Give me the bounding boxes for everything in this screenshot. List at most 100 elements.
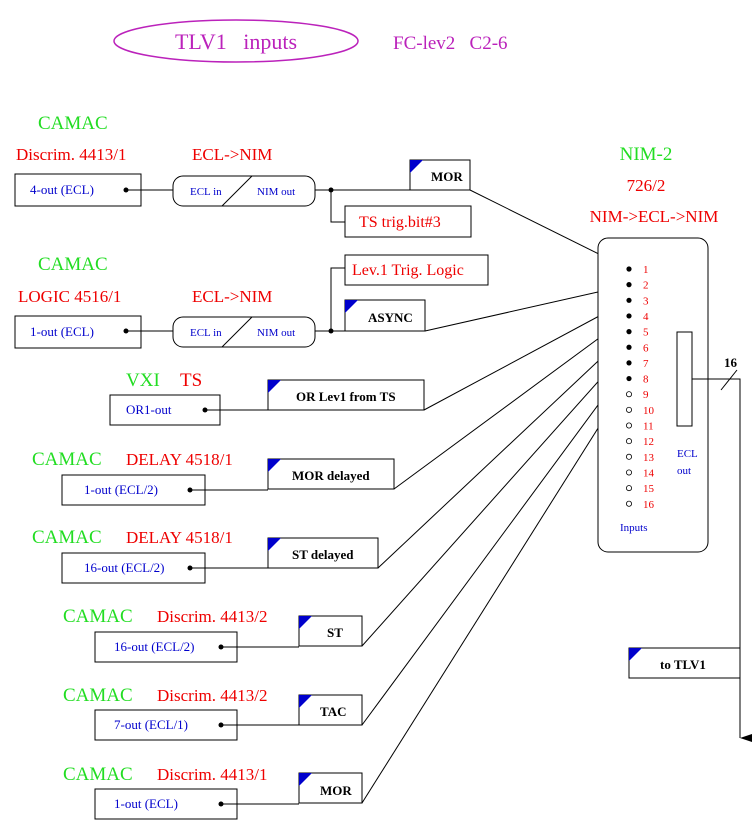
nim-input-number: 12: [643, 436, 654, 448]
nim-function: NIM->ECL->NIM: [590, 207, 719, 226]
module-output-label: 16-out (ECL/2): [84, 560, 165, 575]
signal-label: MOR: [320, 783, 352, 798]
nim-input-connector[interactable]: [626, 500, 633, 507]
nim-model: 726/2: [627, 176, 666, 195]
module-name: DELAY 4518/1: [126, 528, 233, 547]
module-name: TS: [180, 370, 202, 391]
nim-input-connector[interactable]: [626, 375, 632, 382]
module-output-box[interactable]: [61, 552, 206, 584]
module-output-label: 4-out (ECL): [30, 182, 94, 197]
nim-input-number: 6: [643, 342, 649, 354]
nim-input-number: 8: [643, 374, 649, 386]
nim-input-number: 16: [643, 499, 655, 511]
signal-box[interactable]: [267, 537, 379, 569]
converter-out-label: NIM out: [257, 186, 295, 198]
nim-input-connector[interactable]: [626, 391, 633, 398]
signal-label: ASYNC: [368, 310, 413, 325]
nim-input-number: 1: [643, 264, 649, 276]
module-name: Discrim. 4413/2: [157, 607, 268, 626]
module-output-box[interactable]: [94, 631, 238, 663]
signal-box[interactable]: [409, 159, 471, 191]
ecl-out-connector[interactable]: [676, 331, 693, 427]
module-row-4: CAMAC DELAY 4518/1 1-out (ECL/2) MOR del…: [32, 449, 395, 506]
nim-input-connector[interactable]: [626, 438, 633, 445]
nim-input-connector[interactable]: [626, 313, 632, 319]
module-output-box[interactable]: [94, 788, 238, 820]
module-name: Discrim. 4413/1: [16, 145, 127, 164]
crate-label: CAMAC: [63, 685, 133, 706]
converter-box[interactable]: [172, 175, 316, 207]
signal-label: MOR delayed: [292, 468, 370, 483]
signal-flag: [268, 459, 281, 472]
title-subtitle: FC-lev2 C2-6: [393, 33, 508, 54]
nim-input-connector[interactable]: [626, 406, 633, 413]
nim-input-number: 9: [643, 389, 649, 401]
signal-box[interactable]: [298, 694, 363, 726]
crate-label: CAMAC: [63, 764, 133, 785]
module-row-2: CAMAC LOGIC 4516/1 1-out (ECL) ECL->NIM …: [14, 254, 489, 349]
nim-title: NIM-2: [620, 144, 673, 165]
signal-flag: [268, 380, 281, 393]
nim-body[interactable]: [597, 237, 709, 553]
nim-input-connector[interactable]: [626, 485, 633, 492]
lev1-logic-label: Lev.1 Trig. Logic: [352, 262, 464, 279]
nim-input-connector[interactable]: [626, 297, 632, 303]
signal-box[interactable]: [298, 615, 363, 647]
converter-label: ECL->NIM: [192, 145, 272, 164]
nim-input-connector[interactable]: [626, 422, 633, 429]
to-tlv1-label: to TLV1: [660, 657, 706, 672]
converter-label: ECL->NIM: [192, 287, 272, 306]
module-name: LOGIC 4516/1: [18, 287, 121, 306]
signal-box[interactable]: [267, 458, 395, 490]
signal-label: ST: [327, 625, 343, 640]
module-row-3: VXI TS OR1-out OR Lev1 from TS: [109, 370, 425, 426]
signal-label: MOR: [431, 169, 463, 184]
bus-width-label: 16: [724, 355, 738, 370]
output-bus: 16 to TLV1: [628, 355, 752, 742]
converter-box[interactable]: [172, 316, 316, 348]
title-text: TLV1 inputs: [175, 29, 297, 54]
module-output-label: 16-out (ECL/2): [114, 639, 195, 654]
module-output-box[interactable]: [14, 315, 142, 349]
module-name: Discrim. 4413/2: [157, 686, 268, 705]
signal-box[interactable]: [298, 772, 363, 804]
nim-input-number: 2: [643, 280, 649, 292]
nim-input-connector[interactable]: [626, 469, 633, 476]
module-output-label: 1-out (ECL/2): [84, 482, 158, 497]
nim-input-number: 4: [643, 311, 649, 323]
crate-label: CAMAC: [32, 527, 102, 548]
module-row-6: CAMAC Discrim. 4413/2 16-out (ECL/2) ST: [63, 606, 363, 663]
nim-input-connector[interactable]: [626, 344, 632, 350]
module-row-7: CAMAC Discrim. 4413/2 7-out (ECL/1) TAC: [63, 685, 363, 741]
signal-box[interactable]: [344, 299, 426, 332]
module-row-8: CAMAC Discrim. 4413/1 1-out (ECL) MOR: [63, 764, 363, 820]
nim-input-connector[interactable]: [626, 360, 632, 366]
nim-input-connector[interactable]: [626, 453, 633, 460]
signal-label: OR Lev1 from TS: [296, 389, 396, 404]
ecl-out-label-top: ECL: [677, 448, 698, 460]
nim-input-number: 5: [643, 327, 649, 339]
signal-box[interactable]: [267, 379, 425, 411]
nim-input-connector[interactable]: [626, 282, 632, 288]
module-name: DELAY 4518/1: [126, 450, 233, 469]
signal-flag: [629, 648, 642, 661]
nim-input-connector[interactable]: [626, 329, 632, 335]
to-tlv1-box[interactable]: [628, 647, 741, 679]
title-oval: [113, 19, 359, 63]
signal-flag: [299, 773, 312, 786]
nim-input-number: 13: [643, 452, 655, 464]
ecl-out-label-bottom: out: [677, 465, 691, 477]
module-name: Discrim. 4413/1: [157, 765, 268, 784]
module-output-label: 7-out (ECL/1): [114, 717, 188, 732]
signal-flag: [410, 160, 423, 173]
module-output-box[interactable]: [14, 173, 142, 207]
crate-label: CAMAC: [38, 254, 108, 275]
nim-input-number: 15: [643, 483, 655, 495]
lev1-logic-box[interactable]: [344, 254, 489, 286]
nim-input-connector[interactable]: [626, 266, 632, 272]
crate-label: VXI: [126, 370, 160, 391]
ts-trig-box[interactable]: [344, 205, 472, 238]
crate-label: CAMAC: [32, 449, 102, 470]
title-group: TLV1 inputs FC-lev2 C2-6: [113, 19, 508, 63]
